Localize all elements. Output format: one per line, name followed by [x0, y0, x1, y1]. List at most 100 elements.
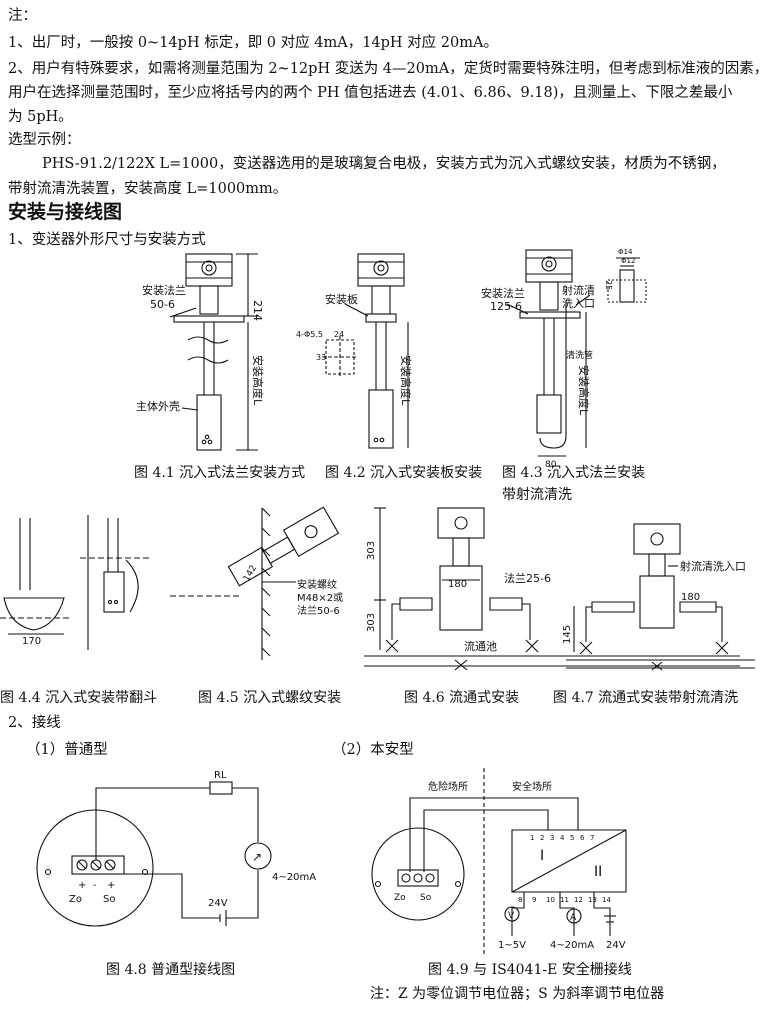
note-line-2b: 用户在选择测量范围时，至少应将括号内的两个 PH 值包括进去 (4.01、6.8… — [8, 85, 733, 101]
fig49-t3: 3 — [550, 834, 554, 842]
fig-4-2-drawing — [322, 253, 409, 449]
fig42-caption: 图 4.2 沉入式安装板安装 — [325, 465, 483, 481]
fig46-pool: 流通池 — [464, 639, 497, 653]
fig49-t7: 7 — [590, 834, 594, 842]
fig43-flange: 安装法兰 — [481, 286, 525, 300]
fig49-t9: 9 — [532, 896, 536, 904]
fig42-d33: 33 — [316, 353, 326, 362]
fig-4-3-drawing — [506, 249, 647, 457]
fig49-range-1: 1~5V — [498, 940, 526, 951]
wiring-type-2: （2）本安型 — [332, 742, 414, 758]
note-line-1: 1、出厂时，一般按 0~14pH 标定，即 0 对应 4mA，14pH 对应 2… — [8, 35, 498, 51]
fig-4-7-drawing — [566, 523, 755, 671]
fig-4-9-drawing — [371, 768, 627, 955]
fig49-t14: 14 — [602, 896, 611, 904]
fig47-d145: 145 — [562, 625, 573, 644]
example-line-1: PHS-91.2/122X L=1000，变送器选用的是玻璃复合电极，安装方式为… — [42, 156, 726, 172]
footnote: 注：Z 为零位调节电位器；S 为斜率调节电位器 — [370, 986, 665, 1002]
fig45-label-3: 法兰50-6 — [297, 604, 340, 617]
fig48-so: So — [103, 894, 115, 905]
fig41-flange-label: 安装法兰 — [142, 283, 186, 297]
fig49-caption: 图 4.9 与 IS4041-E 安全栅接线 — [428, 962, 632, 978]
fig-4-8-drawing — [36, 781, 272, 927]
fig45-label-1: 安装螺纹 — [297, 578, 337, 591]
example-line-2: 带射流清洗装置，安装高度 L=1000mm。 — [8, 181, 288, 197]
fig49-t10: 10 — [546, 896, 555, 904]
subsection-1-title: 1、变送器外形尺寸与安装方式 — [8, 232, 206, 248]
section-title: 安装与接线图 — [8, 201, 123, 223]
fig49-voltmeter-label: V — [508, 911, 515, 921]
fig-4-4-drawing — [0, 515, 150, 650]
fig42-d24: 24 — [334, 330, 344, 339]
fig47-caption: 图 4.7 流通式安装带射流清洗 — [553, 690, 739, 706]
fig44-d170: 170 — [22, 636, 41, 647]
fig49-t8: 8 — [518, 896, 522, 904]
fig45-d142: 142 — [242, 564, 259, 584]
fig46-caption: 图 4.6 流通式安装 — [404, 690, 520, 706]
fig43-jet-2: 洗入口 — [562, 297, 595, 310]
subsection-2-title: 2、接线 — [8, 715, 61, 731]
example-heading: 选型示例： — [8, 132, 81, 148]
fig43-d12: Φ12 — [621, 257, 635, 265]
fig49-t4: 4 — [560, 834, 565, 842]
fig49-so: So — [420, 893, 432, 903]
fig49-t13: 13 — [588, 896, 597, 904]
fig49-danger: 危险场所 — [428, 780, 468, 793]
fig41-shell: 主体外壳 — [136, 399, 180, 413]
fig47-jet: 射流清洗入口 — [680, 559, 746, 573]
fig49-zone-2: II — [594, 864, 602, 880]
fig46-d180: 180 — [448, 579, 467, 590]
fig43-tube: 清洗管 — [566, 349, 593, 361]
fig44-caption: 图 4.4 沉入式安装带翻斗 — [0, 690, 158, 706]
fig43-flange-size: 125-6 — [490, 300, 522, 313]
fig43-jet-1: 射流清 — [562, 283, 595, 297]
fig48-minus: - — [93, 880, 97, 891]
fig49-t5: 5 — [570, 834, 574, 842]
fig48-plus-2: + — [107, 880, 115, 891]
fig49-range-3: 24V — [606, 940, 626, 951]
fig43-d80: 80 — [545, 460, 557, 470]
fig45-label-2: M48×2或 — [297, 592, 343, 604]
fig41-dim-214: 214 — [251, 300, 264, 321]
fig49-terminal-numbers: 1 2 3 4 5 6 7 8 9 10 11 12 13 14 — [518, 834, 611, 904]
fig48-meter-icon: ↗ — [252, 850, 262, 864]
note-line-2c: 为 5pH。 — [8, 109, 73, 125]
note-line-2a: 2、用户有特殊要求，如需将测量范围为 2~12pH 変送为 4—20mA，定货时… — [8, 61, 761, 77]
fig49-range-2: 4~20mA — [550, 940, 594, 951]
fig48-plus-1: + — [78, 880, 86, 891]
fig42-plate: 安装板 — [325, 292, 358, 306]
fig49-ammeter-label: A — [570, 913, 577, 923]
fig43-caption-2: 带射流清洗 — [502, 487, 572, 503]
fig-4-5-drawing — [170, 506, 340, 660]
fig48-volt: 24V — [208, 898, 228, 909]
fig43-d14: Φ14 — [618, 248, 633, 256]
fig46-d303-a: 303 — [366, 541, 377, 560]
fig41-caption: 图 4.1 沉入式法兰安装方式 — [134, 465, 306, 481]
fig43-d25: 25 — [604, 280, 613, 290]
fig43-caption: 图 4.3 沉入式法兰安装 — [502, 465, 646, 481]
fig41-height: 安装高度L — [251, 355, 265, 406]
fig47-d180: 180 — [681, 592, 700, 603]
notes-heading: 注： — [8, 8, 37, 24]
fig49-t2: 2 — [540, 834, 544, 842]
fig49-zo: Zo — [394, 893, 406, 903]
fig46-d303-b: 303 — [366, 613, 377, 632]
fig42-height: 安装高度L — [399, 355, 413, 406]
fig49-t6: 6 — [580, 834, 585, 842]
fig45-caption: 图 4.5 沉入式螺纹安装 — [198, 690, 342, 706]
fig49-t11: 11 — [560, 896, 569, 904]
fig-4-6-drawing — [364, 507, 740, 671]
fig41-flange-size: 50-6 — [150, 298, 175, 311]
wiring-type-1: （1）普通型 — [26, 742, 108, 758]
fig43-height: 安装高度L — [577, 365, 591, 416]
fig49-zone-1: I — [540, 848, 544, 864]
fig49-t1: 1 — [530, 834, 534, 842]
fig48-caption: 图 4.8 普通型接线图 — [106, 962, 236, 978]
fig48-zo: Zo — [69, 894, 82, 905]
fig49-safe: 安全场所 — [512, 780, 552, 793]
fig48-current: 4~20mA — [272, 872, 316, 883]
fig46-flange: 法兰25-6 — [504, 571, 551, 585]
fig42-hole: 4-Φ5.5 — [296, 330, 323, 339]
fig49-t12: 12 — [574, 896, 583, 904]
